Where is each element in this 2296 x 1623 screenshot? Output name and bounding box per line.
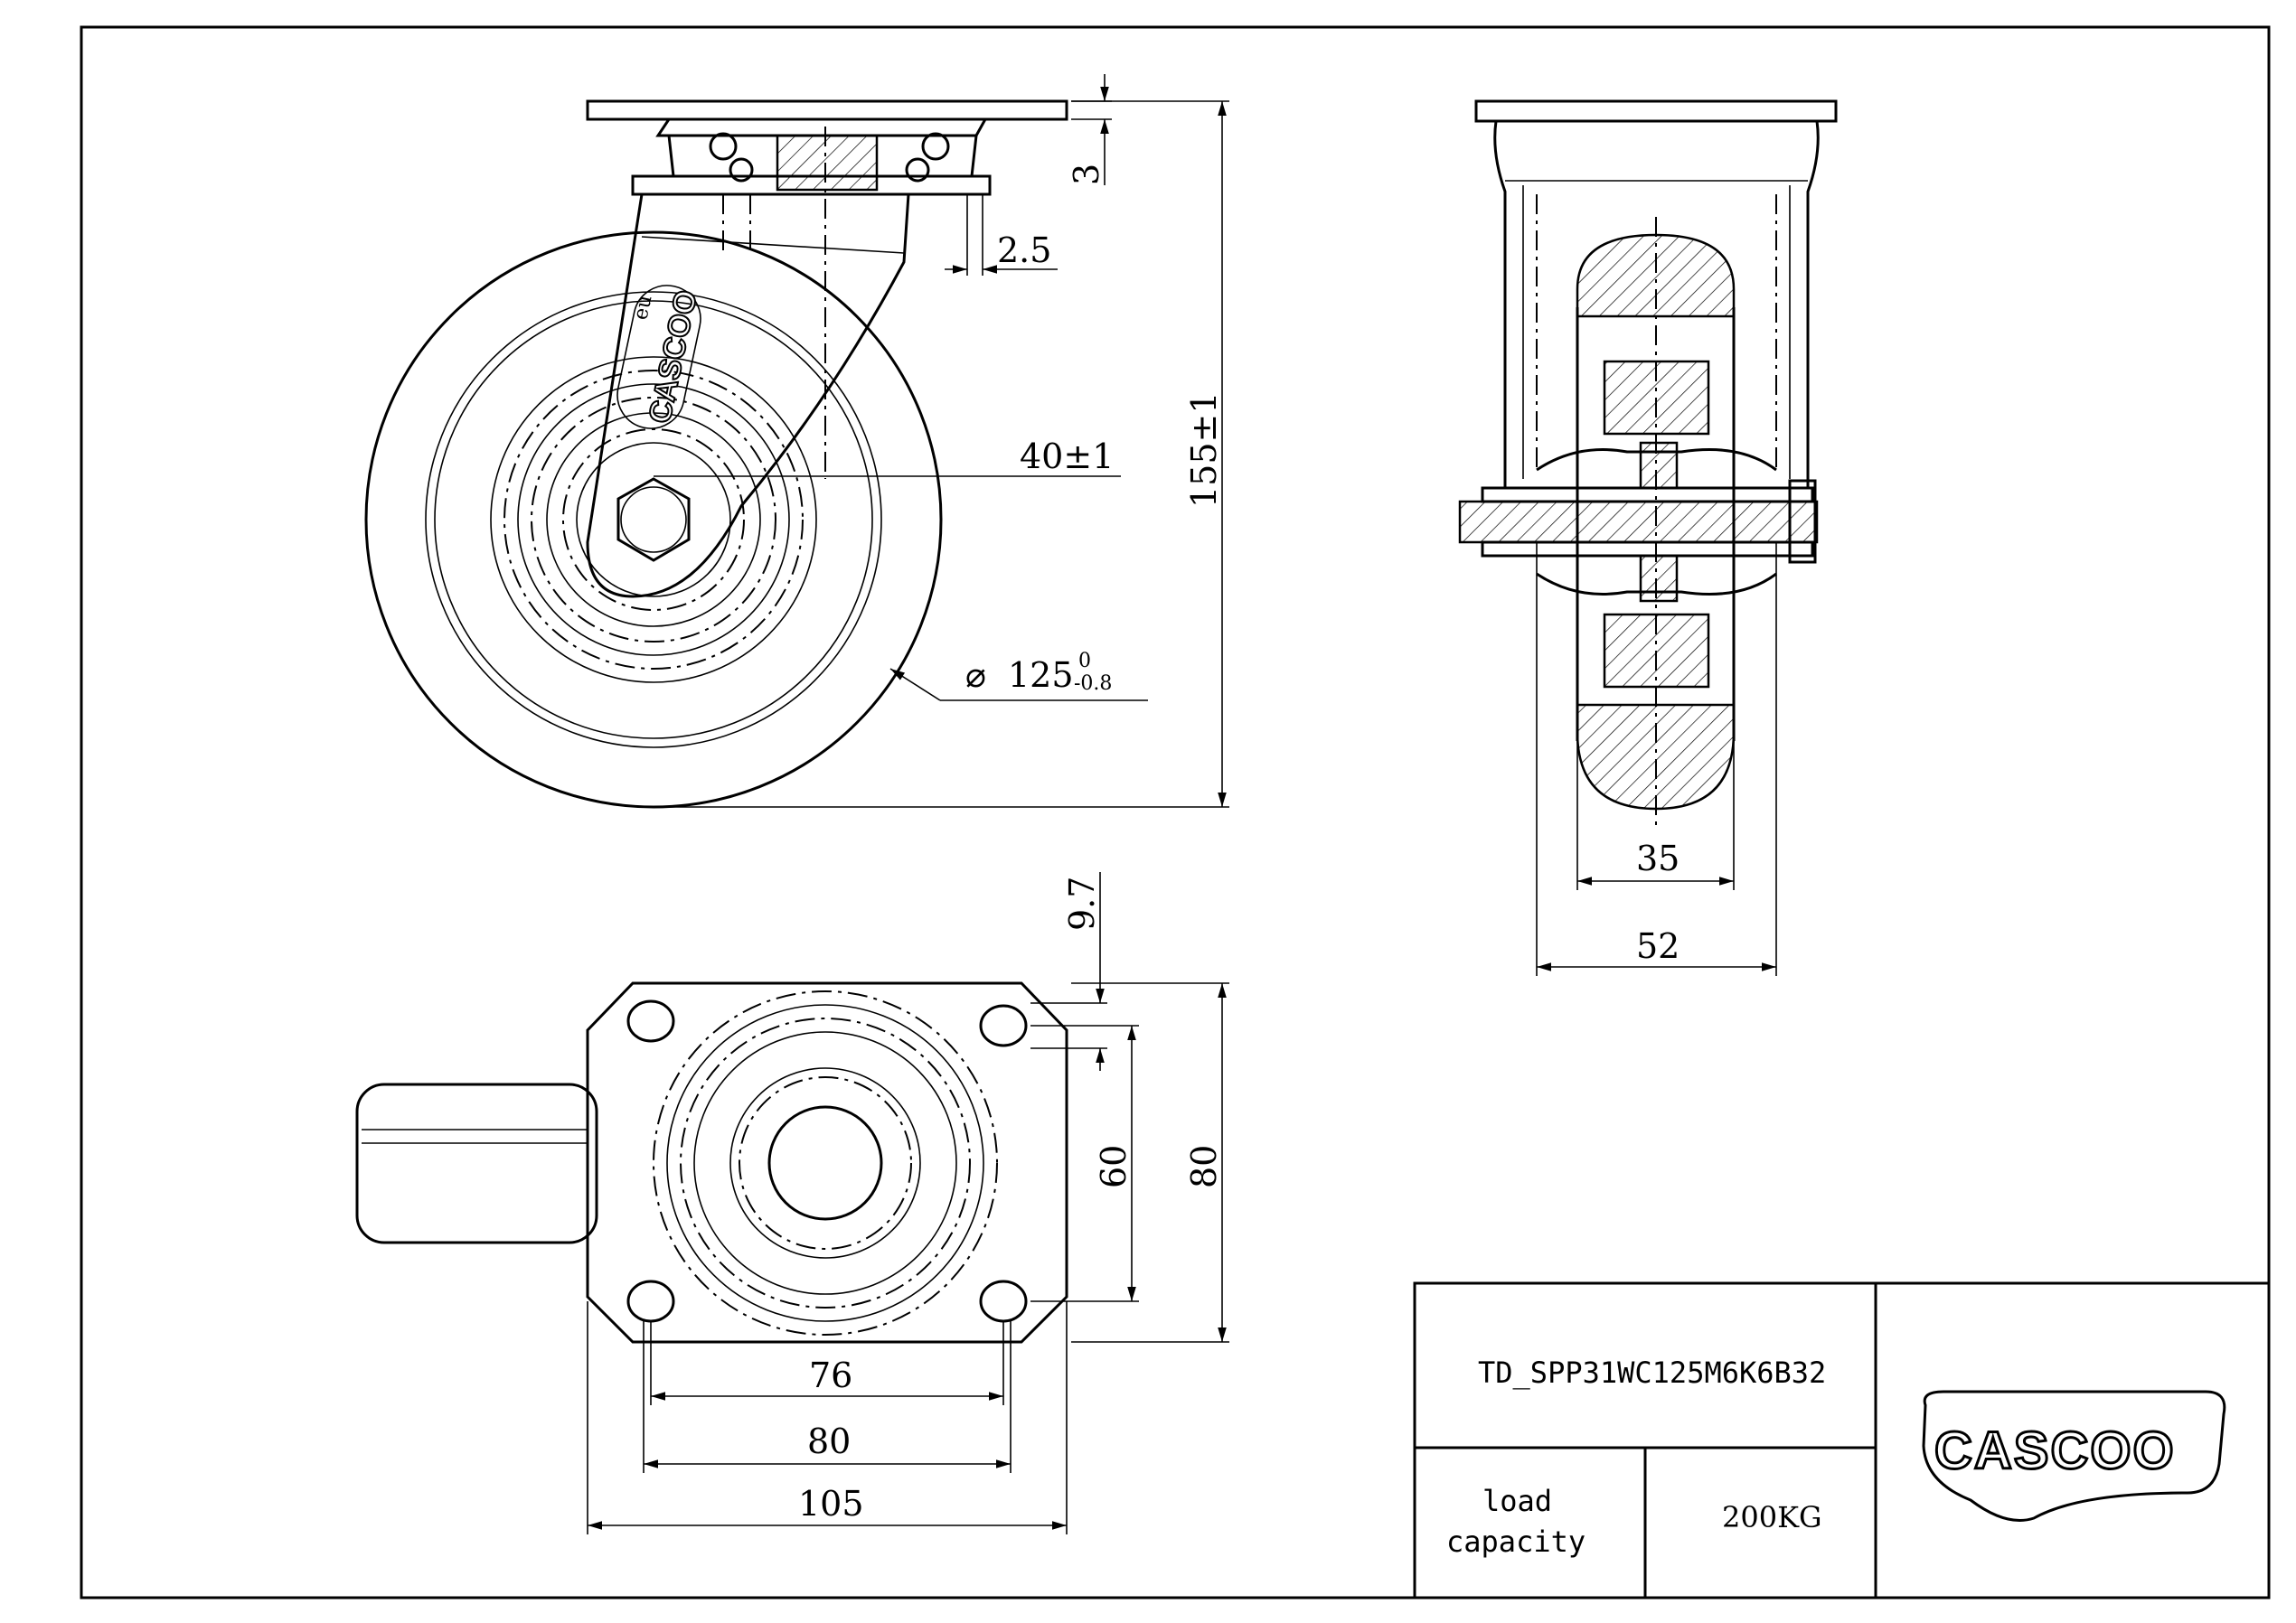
- fork-logo-tag: eu: [629, 293, 656, 322]
- load-label-line1: load: [1482, 1484, 1552, 1518]
- top-view-dimensions: 9.7 60 80 76 80 105: [587, 872, 1229, 1534]
- drawing-border: [80, 25, 2271, 1600]
- dim-hole-spacing-short: 60: [1094, 1145, 1134, 1188]
- dim-plate-thickness: 3: [1067, 164, 1106, 185]
- dim-wheel-tol-upper: 0: [1078, 650, 1091, 672]
- load-label-line2: capacity: [1446, 1524, 1586, 1559]
- dim-hole-spacing-76: 76: [809, 1356, 852, 1395]
- dim-offset: 2.5: [997, 230, 1051, 270]
- title-block: TD_SPP31WC125M6K6B32 load capacity 200KG…: [1413, 1281, 2271, 1600]
- dim-plate-short: 80: [1184, 1145, 1224, 1188]
- side-view-dimensions: 3 2.5 40±1 155±1 ⌀ 125 0 -0.8: [654, 74, 1229, 808]
- dim-wheel-diameter: 125: [1008, 655, 1074, 695]
- dim-tread-width: 35: [1636, 839, 1680, 878]
- brand-logo-text: CASCOO: [1934, 1421, 2176, 1480]
- load-value: 200KG: [1722, 1500, 1822, 1534]
- front-view: [1458, 99, 1838, 827]
- dim-swivel-offset: 40±1: [1020, 436, 1114, 476]
- dim-fork-width: 52: [1636, 926, 1680, 966]
- dim-hole-spacing-80: 80: [807, 1421, 851, 1461]
- dim-diameter-symbol: ⌀: [965, 655, 986, 695]
- dim-wheel-tol-lower: -0.8: [1074, 672, 1112, 695]
- part-number: TD_SPP31WC125M6K6B32: [1478, 1356, 1826, 1390]
- dim-total-height: 155±1: [1184, 391, 1224, 508]
- side-view: CASCOO eu: [364, 99, 1068, 809]
- brand-logo: CASCOO: [1922, 1390, 2226, 1522]
- dim-plate-long: 105: [798, 1484, 864, 1524]
- front-view-dimensions: 35 52: [1536, 542, 1777, 976]
- dim-slot-width: 9.7: [1062, 877, 1102, 931]
- top-view: [355, 981, 1068, 1344]
